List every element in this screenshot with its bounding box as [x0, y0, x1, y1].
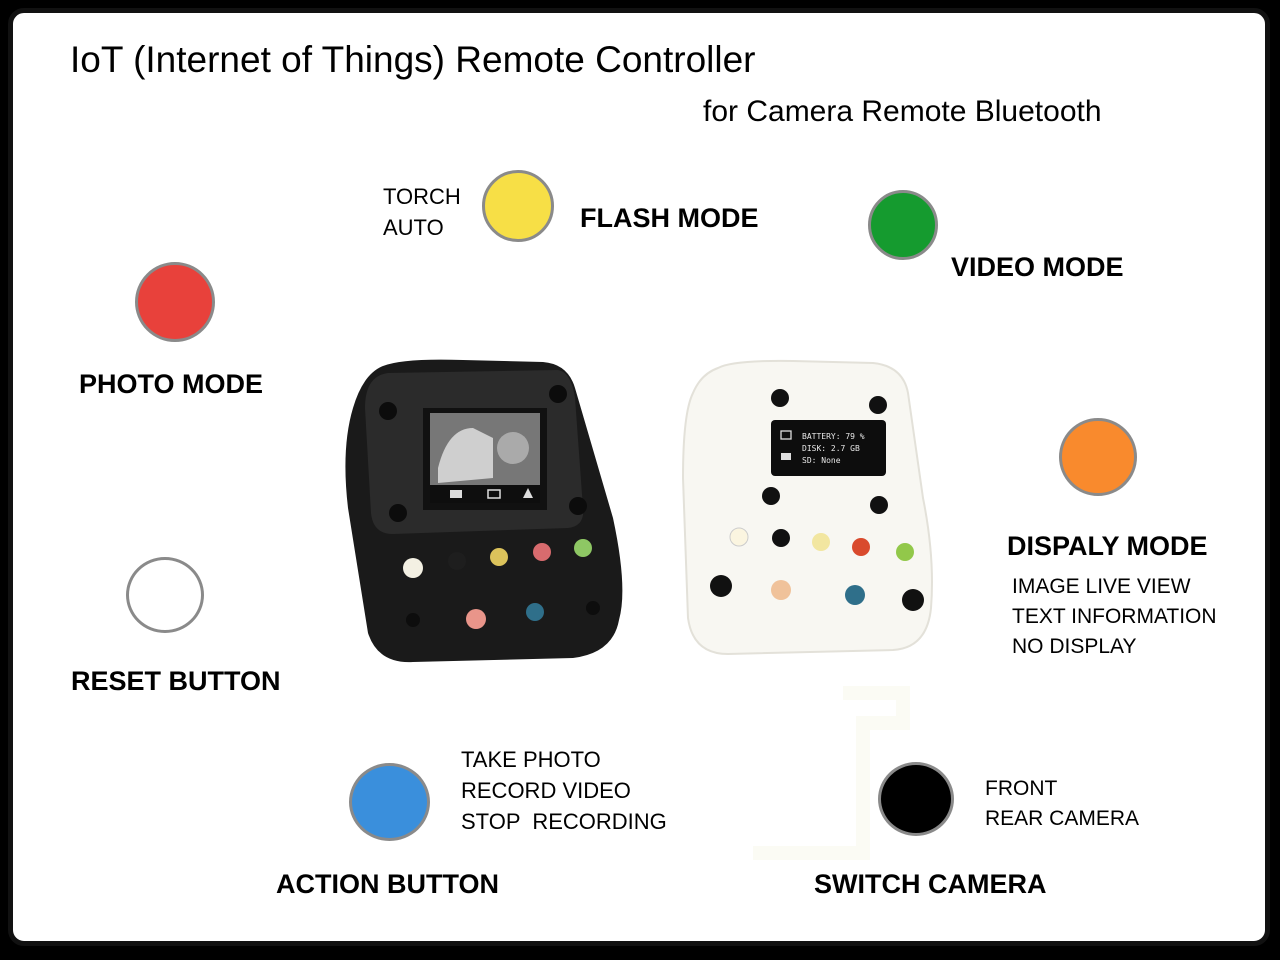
mini-button-green: [896, 543, 914, 561]
display-option-live-view: IMAGE LIVE VIEW: [1012, 575, 1191, 598]
mini-button-black: [772, 529, 790, 547]
mini-button-orange: [771, 580, 791, 600]
diagram-subtitle: for Camera Remote Bluetooth: [703, 95, 1102, 128]
camera-icon: [780, 430, 792, 440]
mini-button-black: [448, 552, 466, 570]
switch-camera-label: SWITCH CAMERA: [814, 869, 1047, 899]
mini-button-blue: [845, 585, 865, 605]
screw-icon: [549, 385, 567, 403]
switch-camera-options: FRONT REAR CAMERA: [985, 774, 1139, 834]
action-button[interactable]: [349, 763, 430, 841]
video-mode-label: VIDEO MODE: [951, 252, 1124, 282]
display-option-no-display: NO DISPLAY: [1012, 634, 1137, 658]
mini-button-red: [533, 543, 551, 561]
reset-button-label: RESET BUTTON: [71, 666, 281, 696]
mini-button-black-large: [710, 575, 732, 597]
action-options: TAKE PHOTO RECORD VIDEO STOP RECORDING: [461, 744, 667, 838]
action-option-record-video: RECORD VIDEO: [461, 778, 631, 804]
switch-option-rear: REAR CAMERA: [985, 806, 1140, 830]
action-button-label: ACTION BUTTON: [276, 869, 499, 899]
oled-line-sd: SD: None: [802, 456, 841, 465]
action-option-stop-recording: STOP RECORDING: [461, 809, 667, 835]
screw-icon: [762, 487, 780, 505]
flash-options: TORCH AUTO: [383, 181, 461, 243]
flash-option-auto: AUTO: [383, 215, 444, 241]
display-option-text-info: TEXT INFORMATION: [1012, 604, 1217, 628]
shadow-artifact: [753, 686, 910, 860]
screw-icon: [569, 497, 587, 515]
flash-mode-label: FLASH MODE: [580, 203, 759, 233]
mini-button-orange: [466, 609, 486, 629]
oled-line-battery: BATTERY: 79 %: [802, 432, 865, 441]
oled-screen: [771, 420, 886, 476]
photo-mode-label: PHOTO MODE: [79, 369, 264, 399]
screw-icon: [771, 389, 789, 407]
screw-icon: [389, 504, 407, 522]
video-mode-button[interactable]: [868, 190, 938, 260]
mini-button-yellow: [812, 533, 830, 551]
white-remote-device: BATTERY: 79 % DISK: 2.7 GB SD: None: [681, 359, 933, 656]
camera-icon: [450, 490, 462, 498]
reset-button[interactable]: [126, 557, 204, 633]
action-option-take-photo: TAKE PHOTO: [461, 747, 601, 772]
mini-button-white: [403, 558, 423, 578]
diagram-title: IoT (Internet of Things) Remote Controll…: [70, 39, 756, 80]
mini-button-white: [729, 527, 749, 547]
mini-button-black-large: [902, 589, 924, 611]
mini-button-green: [574, 539, 592, 557]
display-mode-button[interactable]: [1059, 418, 1137, 496]
oled-line-disk: DISK: 2.7 GB: [802, 444, 860, 453]
photo-mode-button[interactable]: [135, 262, 215, 342]
video-icon: [781, 453, 791, 460]
display-mode-label: DISPALY MODE: [1007, 531, 1208, 561]
switch-option-front: FRONT: [985, 777, 1058, 800]
switch-camera-button[interactable]: [878, 762, 954, 836]
screw-icon: [869, 396, 887, 414]
diagram-frame: IoT (Internet of Things) Remote Controll…: [8, 8, 1270, 946]
mini-button-red: [852, 538, 870, 556]
flash-option-torch: TORCH: [383, 184, 461, 209]
display-options: IMAGE LIVE VIEW TEXT INFORMATION NO DISP…: [1012, 572, 1217, 661]
mini-button-blue: [526, 603, 544, 621]
flash-mode-button[interactable]: [482, 170, 554, 242]
screw-icon: [870, 496, 888, 514]
screw-icon: [379, 402, 397, 420]
mini-button-yellow: [490, 548, 508, 566]
video-icon: [487, 489, 501, 499]
flash-icon: [523, 488, 533, 498]
black-remote-device: [345, 359, 623, 663]
